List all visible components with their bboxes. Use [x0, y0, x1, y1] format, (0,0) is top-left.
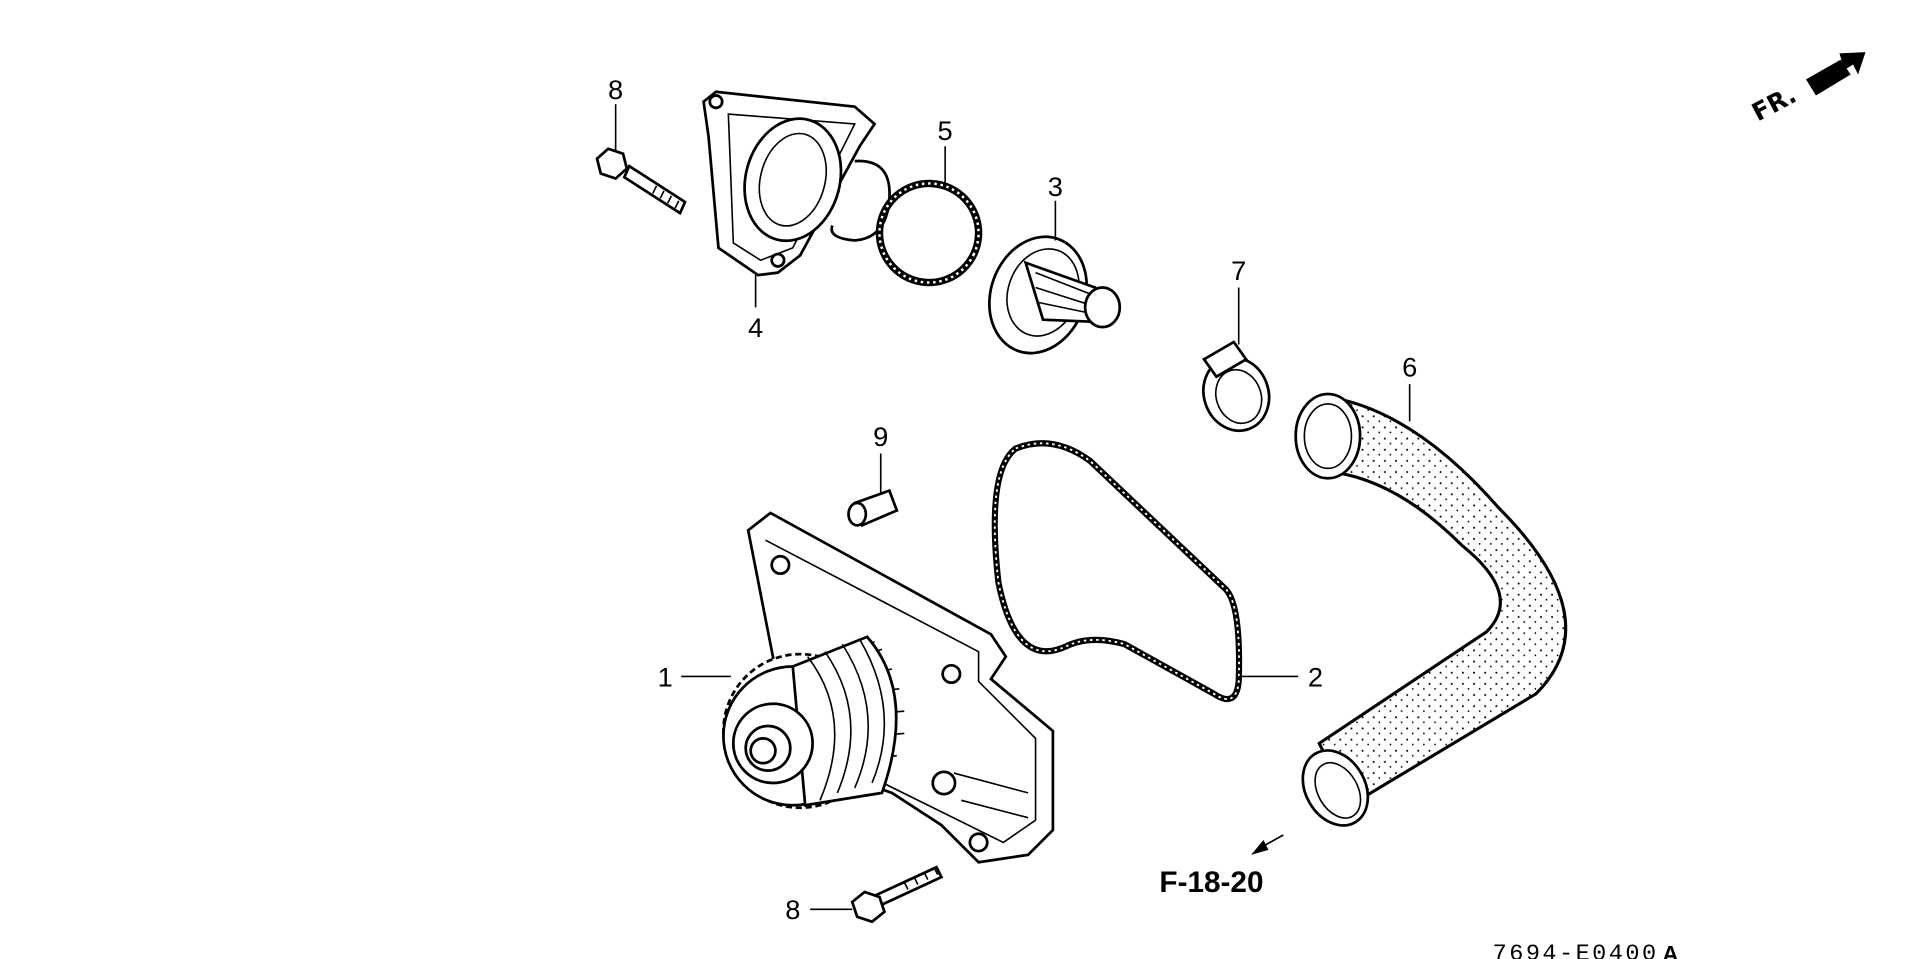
- part-8-bolt-bottom: [810, 865, 944, 924]
- reference-link[interactable]: F-18-20: [1159, 866, 1263, 899]
- part-9-dowel-pin: [847, 453, 899, 528]
- callout-8-top[interactable]: 8: [608, 74, 623, 105]
- callout-2[interactable]: 2: [1308, 661, 1323, 692]
- callout-4[interactable]: 4: [748, 312, 763, 343]
- reference-arrow-icon: [1251, 834, 1284, 855]
- part-2-gasket: [991, 440, 1299, 703]
- callout-9[interactable]: 9: [873, 421, 888, 452]
- front-arrow-icon: [1808, 52, 1866, 85]
- drawing-code: 7694-E0400: [1493, 941, 1659, 959]
- drawing-revision: A: [1662, 941, 1678, 959]
- callout-3[interactable]: 3: [1048, 171, 1063, 202]
- part-6-water-hose: [1294, 384, 1568, 827]
- front-label: FR.: [1747, 80, 1801, 127]
- front-direction-indicator: FR.: [1747, 52, 1866, 127]
- callout-6[interactable]: 6: [1402, 352, 1417, 383]
- part-7-hose-clamp: [1202, 287, 1271, 433]
- part-4-thermostat-cover: [702, 90, 891, 308]
- callout-1[interactable]: 1: [658, 661, 673, 692]
- part-8-bolt-top: [595, 104, 687, 216]
- part-5-o-ring: [875, 146, 983, 287]
- part-1-water-pump: [681, 511, 1055, 864]
- part-3-thermostat: [987, 200, 1122, 355]
- callout-5[interactable]: 5: [938, 115, 953, 146]
- callout-7[interactable]: 7: [1231, 255, 1246, 286]
- callout-8-bottom[interactable]: 8: [785, 894, 800, 925]
